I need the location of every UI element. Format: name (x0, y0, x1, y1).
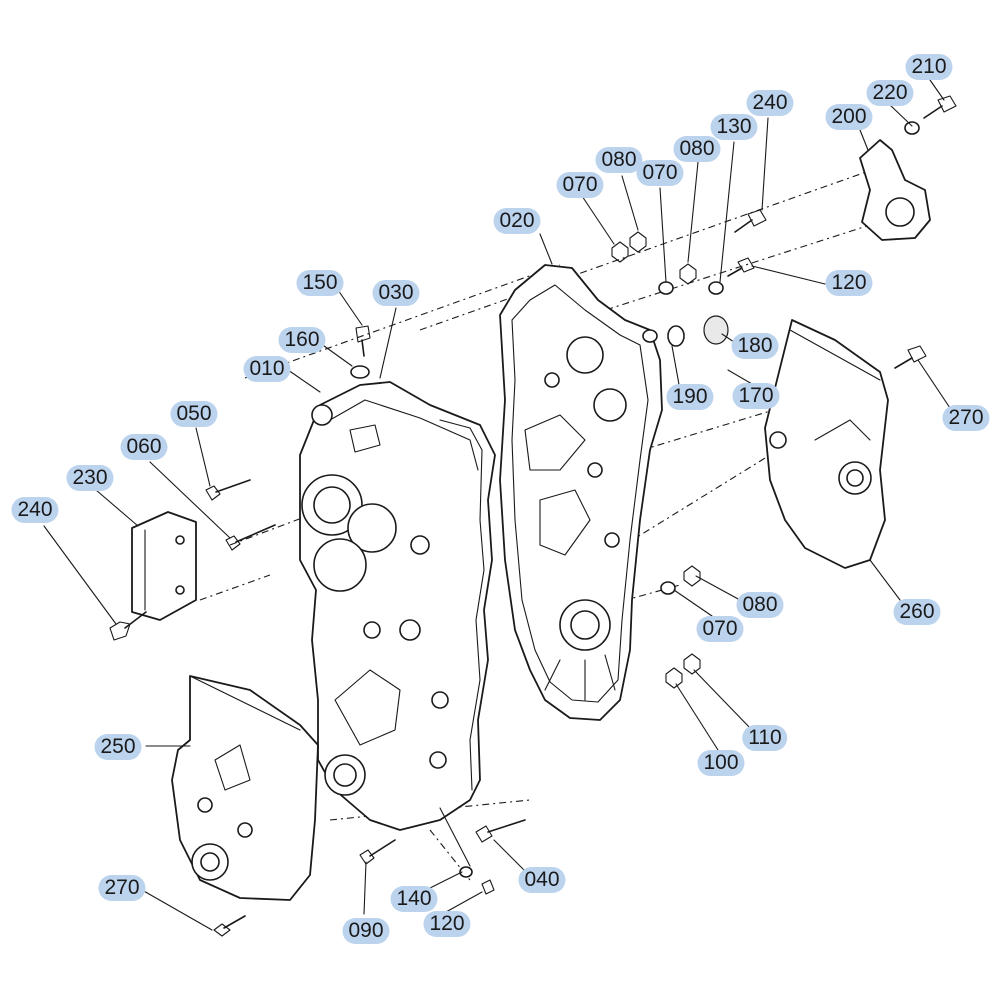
callout-260[interactable]: 260 (893, 599, 941, 625)
callout-240[interactable]: 240 (746, 90, 794, 116)
nuts-washers (350, 121, 920, 878)
callout-140[interactable]: 140 (390, 886, 438, 912)
callout-230[interactable]: 230 (66, 465, 114, 491)
callout-060[interactable]: 060 (120, 434, 168, 460)
callout-090[interactable]: 090 (342, 918, 390, 944)
callout-200[interactable]: 200 (825, 104, 873, 130)
callout-040[interactable]: 040 (518, 867, 566, 893)
callout-190[interactable]: 190 (666, 384, 714, 410)
callout-070[interactable]: 070 (556, 172, 604, 198)
callout-210[interactable]: 210 (905, 54, 953, 80)
callout-120[interactable]: 120 (423, 911, 471, 937)
callout-070[interactable]: 070 (696, 616, 744, 642)
callout-100[interactable]: 100 (697, 750, 745, 776)
bolts (109, 95, 957, 937)
leader-lines (43, 79, 951, 931)
callout-150[interactable]: 150 (296, 270, 344, 296)
callout-250[interactable]: 250 (94, 734, 142, 760)
cover-260 (764, 319, 889, 569)
bracket-230 (131, 511, 197, 621)
callout-180[interactable]: 180 (731, 333, 779, 359)
callout-080[interactable]: 080 (595, 147, 643, 173)
callout-220[interactable]: 220 (866, 80, 914, 106)
callout-240[interactable]: 240 (11, 497, 59, 523)
bracket-200 (859, 139, 931, 241)
callout-010[interactable]: 010 (243, 356, 291, 382)
callout-020[interactable]: 020 (493, 208, 541, 234)
callout-170[interactable]: 170 (732, 383, 780, 409)
gear-case-010 (299, 381, 496, 831)
callout-070[interactable]: 070 (636, 160, 684, 186)
rear-plate-020 (499, 264, 663, 721)
callout-050[interactable]: 050 (170, 401, 218, 427)
callout-270[interactable]: 270 (98, 875, 146, 901)
callout-160[interactable]: 160 (278, 327, 326, 353)
cover-250 (171, 675, 319, 901)
callout-030[interactable]: 030 (372, 280, 420, 306)
callout-130[interactable]: 130 (710, 114, 758, 140)
callout-080[interactable]: 080 (673, 136, 721, 162)
callout-110[interactable]: 110 (742, 725, 788, 751)
callout-270[interactable]: 270 (942, 405, 990, 431)
callout-080[interactable]: 080 (736, 592, 784, 618)
callout-120[interactable]: 120 (825, 270, 873, 296)
sender-180 (667, 315, 729, 347)
